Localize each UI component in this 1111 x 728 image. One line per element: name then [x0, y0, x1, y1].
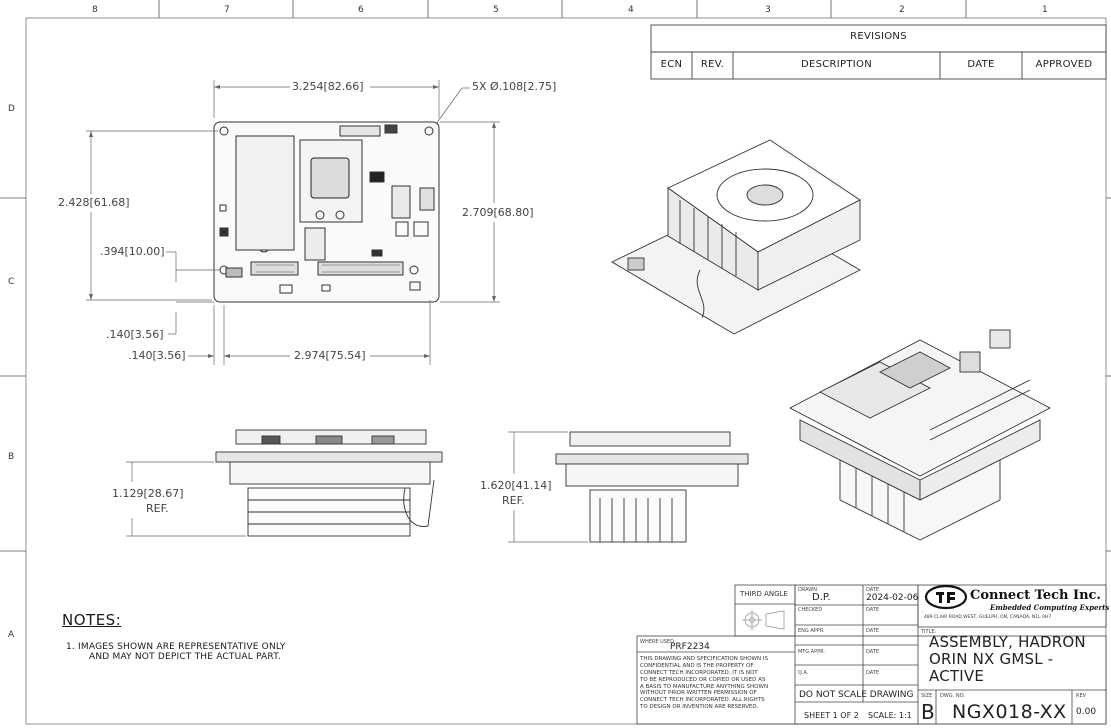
company-tagline: Embedded Computing Experts — [990, 603, 1110, 612]
where-used: PRF2234 — [670, 642, 710, 652]
dim-height-right: 2.709[68.80] — [462, 206, 534, 219]
revisions-title: REVISIONS — [850, 31, 907, 42]
pcb-top-view — [213, 121, 440, 303]
do-not-scale: DO NOT SCALE DRAWING — [799, 690, 914, 700]
dim-ref-2: REF. — [502, 494, 525, 507]
dim-ref-1: REF. — [146, 502, 169, 515]
date-label: DATE — [866, 607, 880, 613]
drawing-number: NGX018-XX — [952, 701, 1067, 723]
zone-label: B — [8, 452, 15, 462]
note-item: 1. IMAGES SHOWN ARE REPRESENTATIVE ONLY — [66, 642, 286, 652]
third-angle-symbol — [742, 610, 785, 630]
date-label: DATE — [866, 670, 880, 676]
date-label: DATE — [866, 587, 880, 593]
dim-offset-394: .394[10.00] — [100, 245, 165, 258]
third-angle-label: THIRD ANGLE — [740, 590, 788, 598]
sheet-size: B — [921, 700, 935, 724]
iso-view-board-underside — [789, 329, 1051, 541]
zone-label: 7 — [224, 5, 230, 15]
dim-side-height-1: 1.129[28.67] — [112, 487, 184, 500]
rev-header-date: DATE — [967, 59, 995, 70]
title-label: TITLE: — [921, 629, 937, 635]
size-label: SIZE — [921, 693, 933, 699]
dim-holes: 5X Ø.108[2.75] — [472, 80, 557, 93]
scale: SCALE: 1:1 — [868, 711, 912, 720]
iso-view-active-heatsink — [611, 139, 861, 335]
notes-heading: NOTES: — [62, 611, 122, 629]
zone-label: C — [8, 277, 15, 287]
revision-table-lines — [650, 24, 1107, 80]
drawn-date: 2024-02-06 — [866, 593, 919, 603]
date-label: DATE — [866, 649, 880, 655]
zone-label: 4 — [628, 5, 634, 15]
drawn-label: DRAWN — [798, 587, 817, 593]
zone-label: 5 — [493, 5, 499, 15]
confidentiality-notice: THIS DRAWING AND SPECIFICATION SHOWN IS … — [640, 656, 769, 711]
rev-label: REV — [1076, 693, 1087, 699]
rev-header-rev: REV. — [700, 59, 725, 70]
where-used-label: WHERE USED — [640, 639, 674, 645]
dim-side-height-2: 1.620[41.14] — [480, 479, 552, 492]
top-view-dimensions — [86, 80, 500, 365]
date-label: DATE — [866, 628, 880, 634]
side-view-right — [555, 431, 749, 543]
zone-label: D — [8, 104, 15, 114]
side-view-left — [215, 429, 443, 537]
zone-label: 8 — [92, 5, 98, 15]
qa-label: Q.A. — [798, 670, 809, 676]
dwg-no-label: DWG. NO. — [940, 693, 965, 699]
connect-tech-logo — [924, 584, 968, 610]
dim-offset-140-horizontal: .140[3.56] — [128, 349, 186, 362]
rev-header-approved: APPROVED — [1035, 59, 1093, 70]
zone-label: 1 — [1042, 5, 1048, 15]
rev-header-description: DESCRIPTION — [801, 59, 872, 70]
zone-label: 6 — [358, 5, 364, 15]
dim-width-bottom: 2.974[75.54] — [294, 349, 366, 362]
revision-number: 0.00 — [1076, 707, 1097, 717]
dim-width-top: 3.254[82.66] — [292, 80, 364, 93]
company-name: Connect Tech Inc. — [970, 588, 1101, 603]
drawing-title: ASSEMBLY, HADRON ORIN NX GMSL - ACTIVE — [929, 633, 1086, 685]
arrowheads — [89, 85, 496, 358]
zone-label: 2 — [899, 5, 905, 15]
drawn-by: D.P. — [812, 592, 831, 603]
title-block-lines — [636, 584, 1107, 725]
zone-label: A — [8, 630, 15, 640]
dim-offset-140-vertical: .140[3.56] — [106, 328, 164, 341]
dim-height-left: 2.428[61.68] — [58, 196, 130, 209]
company-address: 489 CLAIR ROAD WEST, GUELPH, ON, CANADA,… — [924, 615, 1052, 620]
note-item: AND MAY NOT DEPICT THE ACTUAL PART. — [89, 652, 281, 662]
rev-header-ecn: ECN — [660, 59, 683, 70]
sheet-number: SHEET 1 OF 2 — [804, 711, 859, 720]
eng-appr-label: ENG APPR. — [798, 628, 825, 634]
zone-label: 3 — [765, 5, 771, 15]
mfg-appr-label: MFG APPR. — [798, 649, 825, 655]
checked-label: CHECKED — [798, 607, 823, 613]
